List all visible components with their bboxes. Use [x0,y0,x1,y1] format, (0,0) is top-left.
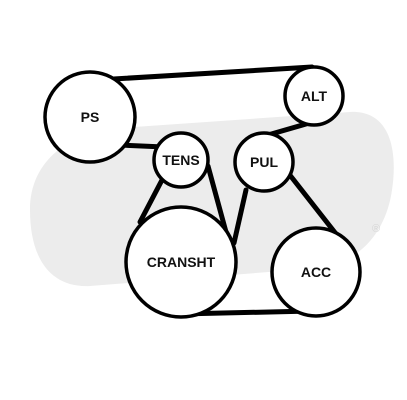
pulley-cransht-label: CRANSHT [147,254,216,270]
pulley-pul: PUL [233,131,295,193]
belt-segment-tens-cransht-left [137,177,165,225]
belt-segment-pul-acc [279,162,343,242]
belt-segment-tens-cransht-right [205,163,229,235]
pulley-tens-label: TENS [162,152,199,168]
pulley-tens-circle [152,131,210,189]
pulley-ps: PS [43,70,137,164]
serpentine-belt [94,64,343,317]
pulley-ps-label: PS [81,109,100,125]
pulley-acc: ACC [270,226,362,318]
pulley-pul-label: PUL [250,154,278,170]
pulley-acc-label: ACC [301,264,331,280]
pulley-alt: ALT [283,65,345,127]
pulley-cransht-circle [124,205,238,319]
pulley-alt-circle [283,65,345,127]
pulley-ps-circle [43,70,137,164]
pulley-pul-circle [233,131,295,193]
watermark-registered-mark: ® [372,223,380,235]
pulley-alt-label: ALT [301,88,328,104]
belt-segment-ps-alt [94,64,315,83]
pulley-tens: TENS [152,131,210,189]
pulley-cransht: CRANSHT [124,205,238,319]
pulley-acc-circle [270,226,362,318]
belt-segment-pul-cransht [231,187,249,246]
